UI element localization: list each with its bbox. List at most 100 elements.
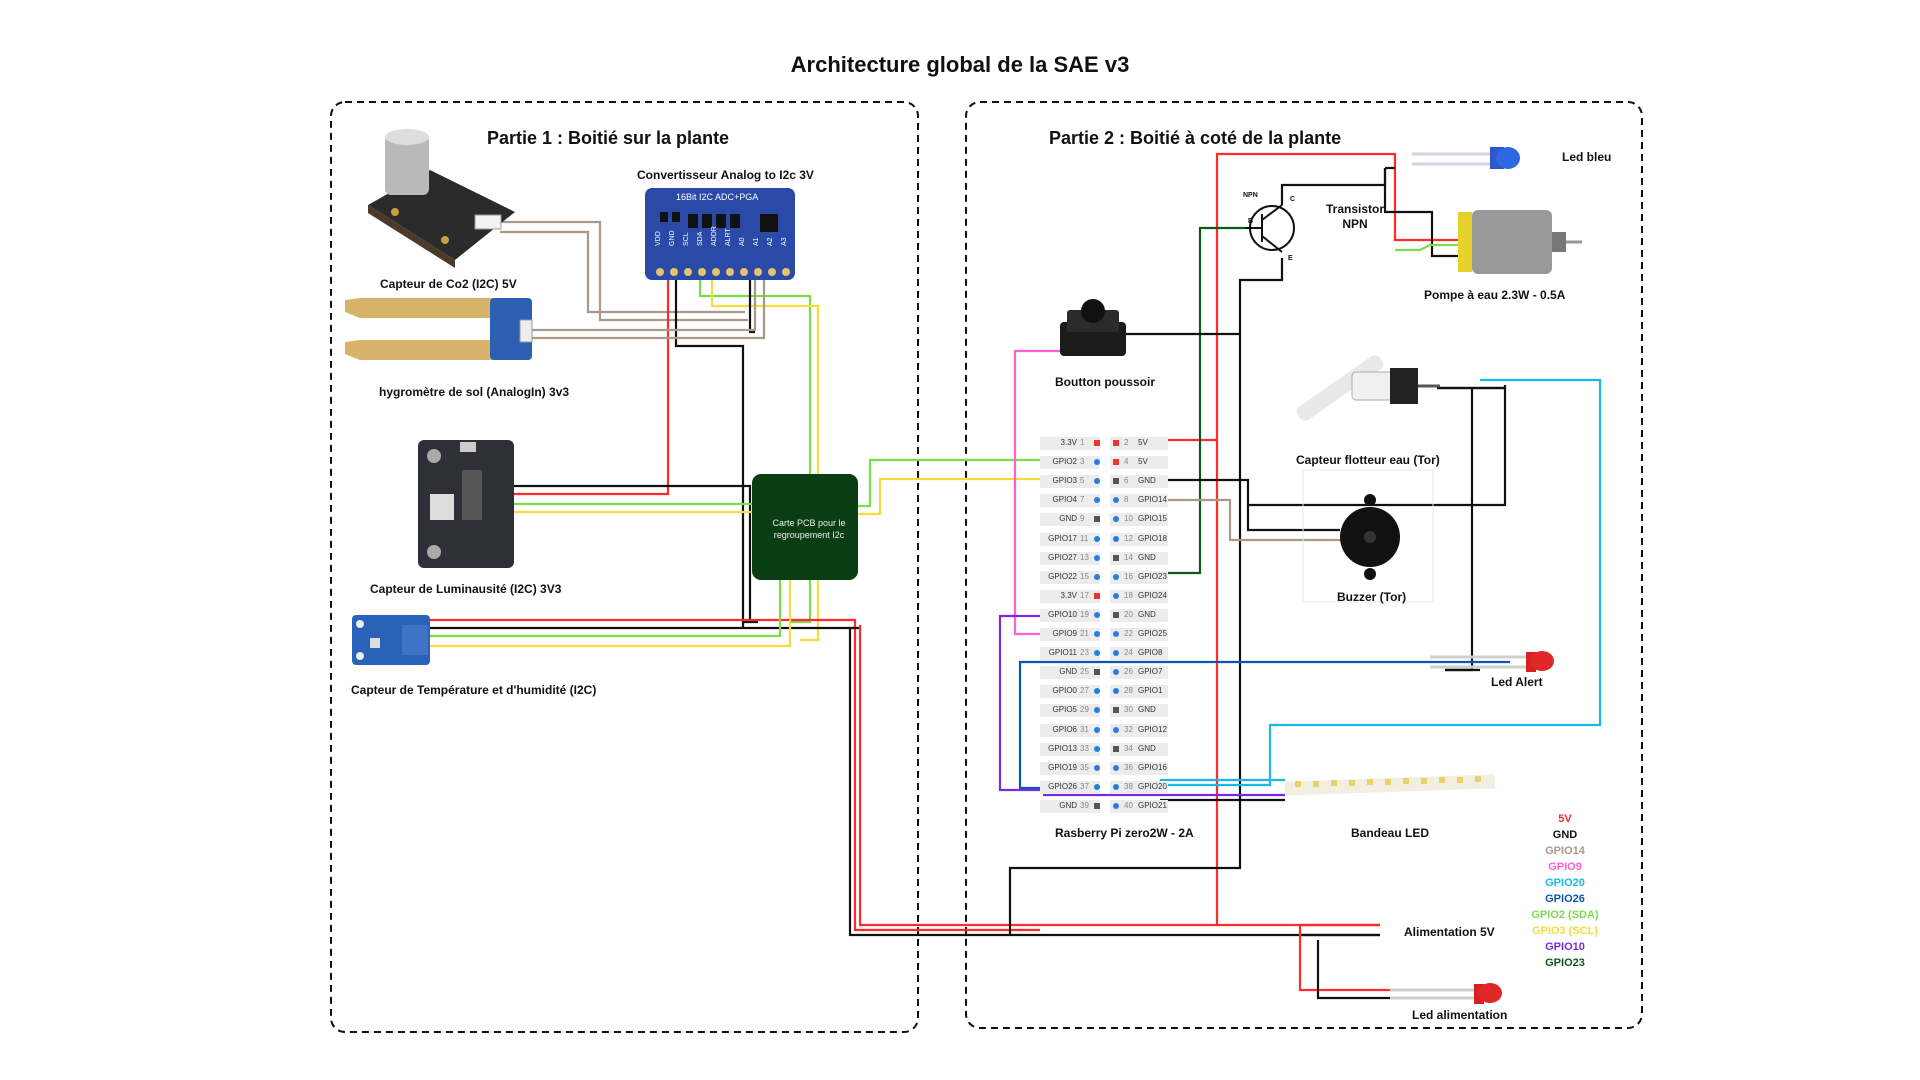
gpio-left-pin: [1094, 650, 1100, 657]
gpio-right-num: 12: [1124, 533, 1133, 543]
npn-b: B: [1248, 218, 1254, 225]
npn-transistor: [1245, 204, 1295, 253]
gpio-pin-left: [1040, 513, 1100, 527]
gpio-right-num: 40: [1124, 800, 1133, 810]
gpio-pin-left: [1040, 742, 1100, 756]
gpio-right-label: GPIO1: [1138, 686, 1163, 696]
partie2-title: Partie 2 : Boitié à coté de la plante: [1049, 128, 1342, 148]
gpio-left-label: GPIO27: [1048, 552, 1077, 562]
water-pump: [1458, 210, 1582, 274]
gpio-pin-left: [1040, 437, 1100, 450]
pcb-board: [752, 474, 858, 580]
alim-label: Alimentation 5V: [1404, 925, 1495, 939]
gpio-right-label: GPIO20: [1138, 781, 1167, 791]
led-alimentation: [1390, 983, 1502, 1004]
gpio-right-num: 32: [1124, 724, 1133, 734]
transistor-label: Transistor NPN: [1325, 202, 1385, 231]
gpio-pin-right: [1110, 494, 1168, 508]
gpio-right-num: 2: [1124, 438, 1129, 447]
flotteur-label: Capteur flotteur eau (Tor): [1296, 453, 1440, 467]
diagram-title: Architecture global de la SAE v3: [790, 52, 1130, 77]
gpio-pin-right: [1110, 513, 1168, 527]
gpio-right-pin: [1113, 802, 1119, 809]
gpio-left-label: 3.3V: [1060, 438, 1077, 447]
adc-pin-label: A2: [767, 237, 774, 246]
gpio-right-label: GND: [1138, 743, 1156, 753]
gpio-left-label: GPIO4: [1052, 495, 1077, 505]
gpio-left-num: 5: [1080, 476, 1085, 486]
led-alert: [1430, 651, 1554, 672]
legend-item: GND: [1552, 829, 1578, 841]
gpio-left-num: 33: [1080, 743, 1089, 753]
adc-pin-label: ADDR: [711, 226, 718, 246]
gpio-pin-right: [1110, 723, 1168, 737]
hygro-label: hygromètre de sol (AnalogIn) 3v3: [379, 385, 570, 399]
gpio-right-pin: [1113, 535, 1119, 542]
gpio-pin-right: [1110, 551, 1168, 565]
adc-pin-label: SCL: [683, 232, 690, 246]
led-alim-label: Led alimentation: [1412, 1008, 1508, 1022]
gpio-right-pin: [1113, 764, 1119, 771]
gpio-left-num: 1: [1080, 438, 1085, 447]
gpio-pin-right: [1110, 456, 1168, 470]
gpio-right-label: GPIO8: [1138, 648, 1163, 658]
gpio-left-label: GPIO2: [1052, 457, 1077, 467]
gpio-right-label: GND: [1138, 552, 1156, 562]
luminosity-sensor: [418, 440, 514, 568]
gpio-left-label: GND: [1059, 667, 1077, 677]
gpio-right-label: GPIO18: [1138, 533, 1167, 543]
gpio-right-num: 10: [1124, 514, 1133, 524]
gpio-left-pin: [1094, 497, 1100, 504]
legend-item: GPIO26: [1545, 893, 1585, 905]
gpio-left-num: 25: [1080, 667, 1089, 677]
adc-pin-label: A1: [753, 237, 760, 246]
gpio-right-label: GND: [1138, 705, 1156, 715]
gpio-right-pin: [1113, 745, 1119, 752]
gpio-right-num: 26: [1124, 667, 1133, 677]
gpio-right-num: 14: [1124, 552, 1133, 562]
gpio-left-label: GPIO5: [1052, 705, 1077, 715]
gpio-pin-right: [1110, 475, 1168, 489]
legend-item: 5V: [1558, 813, 1572, 825]
gpio-right-num: 8: [1124, 495, 1129, 505]
gpio-left-num: 19: [1080, 609, 1089, 619]
gpio-left-label: GPIO6: [1052, 724, 1077, 734]
gpio-pin-right: [1110, 570, 1168, 584]
hygrometer-probe: [345, 298, 533, 360]
adc-label: Convertisseur Analog to I2c 3V: [637, 168, 814, 182]
legend-item: GPIO20: [1545, 877, 1585, 889]
gpio-pin-left: [1040, 647, 1100, 661]
gpio-left-label: GPIO0: [1052, 686, 1077, 696]
gpio-left-pin: [1094, 535, 1100, 542]
gpio-right-label: 5V: [1138, 438, 1148, 447]
float-sensor: [1296, 355, 1440, 421]
led-alert-label: Led Alert: [1491, 675, 1543, 689]
gpio-left-label: GPIO13: [1048, 743, 1077, 753]
gpio-left-pin: [1094, 631, 1100, 637]
gpio-left-pin: [1094, 707, 1100, 714]
gpio-right-pin: [1113, 573, 1119, 580]
gpio-pin-left: [1040, 494, 1100, 508]
gpio-left-num: 31: [1080, 724, 1089, 734]
gpio-right-pin: [1113, 631, 1119, 637]
gpio-right-label: GPIO21: [1138, 800, 1167, 810]
gpio-pin-right: [1110, 799, 1168, 813]
gpio-left-num: 37: [1080, 781, 1089, 791]
gpio-right-num: 36: [1124, 762, 1133, 772]
led-bleu-label: Led bleu: [1562, 150, 1612, 164]
gpio-pin-left: [1040, 570, 1100, 584]
gpio-right-label: 5V: [1138, 457, 1148, 467]
adc-pin-label: SDA: [697, 231, 704, 246]
gpio-right-label: GND: [1138, 476, 1156, 486]
gpio-pin-right: [1110, 532, 1168, 546]
gpio-left-label: GND: [1059, 800, 1077, 810]
adc-pin-label: VDD: [655, 231, 662, 246]
gpio-right-label: GPIO7: [1138, 667, 1163, 677]
wires-part2: [998, 152, 1602, 1000]
gpio-right-num: 28: [1124, 686, 1133, 696]
bandeau-label: Bandeau LED: [1351, 826, 1430, 840]
gpio-right-label: GND: [1138, 609, 1156, 619]
gpio-right-num: 30: [1124, 705, 1133, 715]
